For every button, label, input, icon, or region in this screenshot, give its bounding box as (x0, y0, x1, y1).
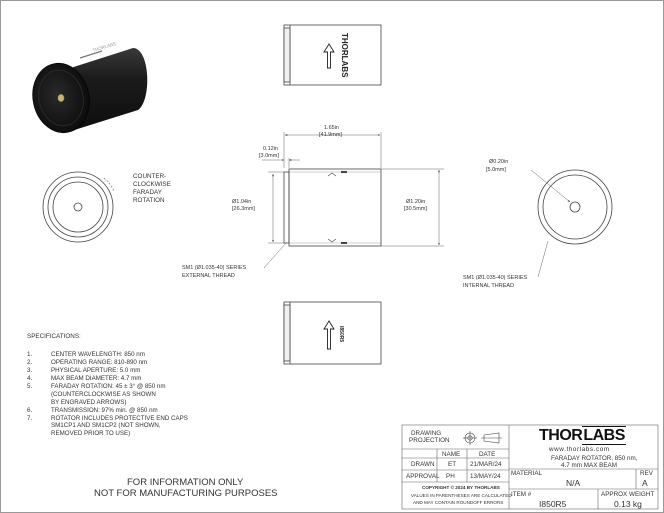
ccw-note-1: COUNTER- (133, 173, 167, 180)
brand-engraving-top: THORLABS (340, 33, 349, 78)
step-dim-mm: [3.0mm] (259, 153, 279, 159)
ccw-note-2: CLOCKWISE (133, 181, 171, 188)
projection-symbol (463, 431, 502, 445)
approval-date: 13/MAY/24 (470, 473, 501, 480)
front-view (283, 168, 382, 247)
description-line2: 4.7 mm MAX BEAM (561, 462, 617, 469)
left-end-view (42, 171, 115, 243)
back-engraving: I850R5 (338, 326, 344, 342)
header-date: DATE (479, 451, 496, 458)
ext-thread-line1: SM1 (Ø1.035-40) SERIES (182, 265, 247, 271)
length-dim-mm: [41.9mm] (319, 132, 342, 138)
aperture-dim-mm: [5.0mm] (486, 167, 506, 173)
thorlabs-url: www.thorlabs.com (549, 446, 610, 453)
material-label: MATERIAL (511, 470, 543, 477)
rev-value: A (642, 478, 648, 488)
dia-body-mm: [30.5mm] (404, 206, 427, 212)
dimension-lines (262, 132, 571, 278)
values-note-2: AND MAY CONTAIN ROUNDOFF ERRORS (413, 500, 504, 505)
isometric-render: THORLABS (32, 41, 148, 134)
length-dim-in: 1.65in (324, 125, 339, 131)
disclaimer-line1: FOR INFORMATION ONLY (127, 477, 244, 488)
projection-label-1: DRAWING (411, 430, 442, 437)
svg-text:THORLABS: THORLABS (92, 41, 117, 53)
item-label: ITEM # (511, 491, 532, 498)
values-note-1: VALUES IN PARENTHESES ARE CALCULATED (411, 493, 512, 498)
bottom-view (283, 301, 382, 365)
item-value: I850R5 (539, 499, 567, 509)
ccw-note-4: ROTATION (133, 197, 165, 204)
thorlabs-logo: THORLABS (539, 426, 626, 445)
right-end-view (537, 169, 613, 245)
drawn-name: ET (448, 461, 457, 468)
dia-body-in: Ø1.20in (406, 199, 426, 205)
header-name: NAME (442, 451, 461, 458)
drawn-label: DRAWN (411, 461, 435, 468)
disclaimer-line2: NOT FOR MANUFACTURING PURPOSES (94, 488, 278, 499)
drawn-date: 21/MAR/24 (470, 461, 502, 468)
projection-label-2: PROJECTION (409, 437, 450, 444)
ext-thread-line2: EXTERNAL THREAD (182, 273, 235, 279)
weight-value: 0.13 kg (614, 499, 642, 509)
dia-left-in: Ø1.04in (232, 199, 252, 205)
specifications-title: SPECIFICATIONS: (27, 333, 81, 340)
material-value: N/A (566, 478, 581, 488)
approval-name: PH (446, 473, 455, 480)
top-view-arrow (323, 43, 335, 69)
int-thread-line2: INTERNAL THREAD (463, 283, 515, 289)
int-thread-line1: SM1 (Ø1.035-40) SERIES (463, 275, 528, 281)
aperture-dim-in: Ø0.20in (489, 159, 509, 165)
bottom-view-arrow (323, 320, 335, 350)
ccw-note-3: FARADAY (133, 189, 162, 196)
rev-label: REV (640, 470, 653, 477)
approval-label: APPROVAL (406, 473, 440, 480)
description-line1: FARADAY ROTATOR, 850 nm, (551, 455, 638, 462)
copyright: COPYRIGHT © 2024 BY THORLABS (422, 485, 500, 490)
top-view (283, 24, 382, 86)
dia-left-mm: [26.3mm] (232, 206, 255, 212)
title-block-lines (401, 424, 659, 510)
weight-label: APPROX WEIGHT (601, 491, 655, 498)
step-dim-in: 0.12in (263, 146, 278, 152)
